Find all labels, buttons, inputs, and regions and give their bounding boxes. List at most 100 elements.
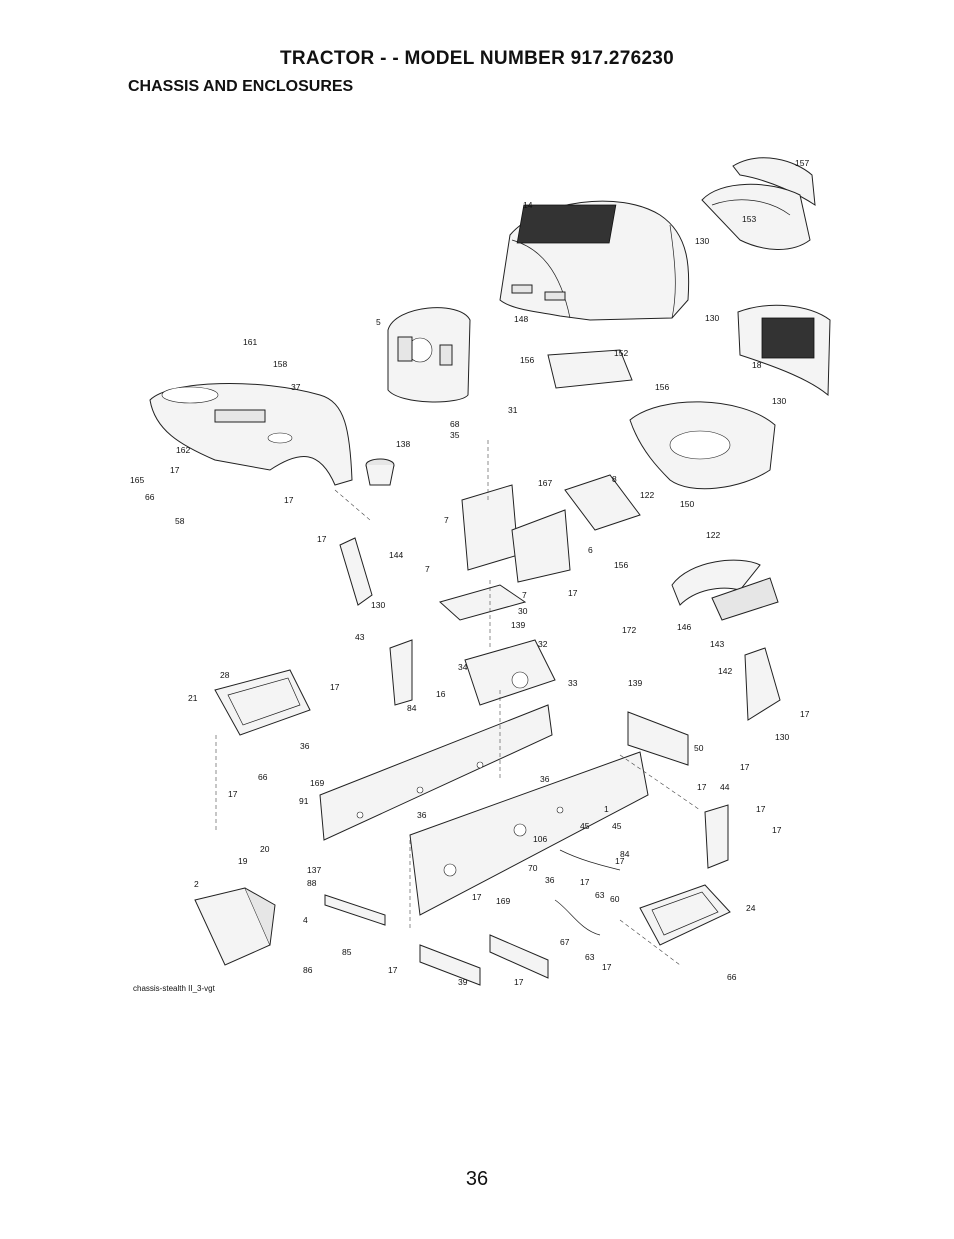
part-label-31: 31 bbox=[508, 405, 518, 415]
part-label-162: 162 bbox=[176, 445, 190, 455]
part-label-60: 60 bbox=[610, 894, 620, 904]
part-label-2: 2 bbox=[194, 879, 199, 889]
left-footrest-part bbox=[214, 669, 311, 736]
support-plate-part bbox=[564, 474, 641, 531]
part-label-67: 67 bbox=[560, 937, 570, 947]
part-label-33: 33 bbox=[568, 678, 578, 688]
assembly-guide-lines bbox=[215, 440, 701, 966]
grille-part bbox=[701, 183, 811, 250]
part-label-66: 66 bbox=[258, 772, 268, 782]
part-label-24: 24 bbox=[746, 903, 756, 913]
part-label-130: 130 bbox=[775, 732, 789, 742]
page-title: TRACTOR - - MODEL NUMBER 917.276230 bbox=[279, 48, 675, 69]
bracket-43-part bbox=[389, 639, 413, 706]
hood-part bbox=[499, 200, 690, 321]
front-grille-part bbox=[737, 304, 831, 397]
part-label-19: 19 bbox=[238, 856, 248, 866]
part-label-14: 14 bbox=[523, 200, 533, 210]
bar-39-part bbox=[419, 934, 549, 986]
part-label-138: 138 bbox=[396, 439, 410, 449]
fender-body-part bbox=[149, 383, 353, 486]
part-label-167: 167 bbox=[538, 478, 552, 488]
bracket-44-part bbox=[704, 804, 729, 869]
part-label-17: 17 bbox=[514, 977, 524, 987]
section-subtitle: CHASSIS AND ENCLOSURES bbox=[128, 78, 354, 95]
part-label-6: 6 bbox=[588, 545, 593, 555]
part-label-5: 5 bbox=[376, 317, 381, 327]
part-label-161: 161 bbox=[243, 337, 257, 347]
part-label-17: 17 bbox=[697, 782, 707, 792]
part-label-106: 106 bbox=[533, 834, 547, 844]
part-label-39: 39 bbox=[458, 977, 468, 987]
steering-bracket-part bbox=[438, 484, 571, 621]
part-label-1: 1 bbox=[604, 804, 609, 814]
part-label-8: 8 bbox=[612, 474, 617, 484]
part-label-36: 36 bbox=[540, 774, 550, 784]
bar-85-part bbox=[324, 894, 386, 926]
part-label-45: 45 bbox=[580, 821, 590, 831]
part-label-20: 20 bbox=[260, 844, 270, 854]
part-label-68: 68 bbox=[450, 419, 460, 429]
part-label-16: 16 bbox=[436, 689, 446, 699]
part-label-143: 143 bbox=[710, 639, 724, 649]
frame-right-rail-part bbox=[409, 751, 649, 916]
part-label-37: 37 bbox=[291, 382, 301, 392]
part-label-130: 130 bbox=[772, 396, 786, 406]
part-label-156: 156 bbox=[655, 382, 669, 392]
part-label-7: 7 bbox=[444, 515, 449, 525]
part-label-17: 17 bbox=[472, 892, 482, 902]
part-label-158: 158 bbox=[273, 359, 287, 369]
right-footrest-part bbox=[639, 884, 731, 946]
part-label-17: 17 bbox=[615, 856, 625, 866]
part-label-45: 45 bbox=[612, 821, 622, 831]
part-label-17: 17 bbox=[568, 588, 578, 598]
part-label-88: 88 bbox=[307, 878, 317, 888]
frame-left-rail-part bbox=[319, 704, 553, 841]
part-label-70: 70 bbox=[528, 863, 538, 873]
part-label-17: 17 bbox=[756, 804, 766, 814]
part-label-4: 4 bbox=[303, 915, 308, 925]
part-label-139: 139 bbox=[511, 620, 525, 630]
part-label-32: 32 bbox=[538, 639, 548, 649]
bracket-144-part bbox=[339, 537, 373, 606]
part-label-130: 130 bbox=[705, 313, 719, 323]
part-label-35: 35 bbox=[450, 430, 460, 440]
part-label-17: 17 bbox=[772, 825, 782, 835]
part-label-17: 17 bbox=[317, 534, 327, 544]
part-label-28: 28 bbox=[220, 670, 230, 680]
part-label-7: 7 bbox=[522, 590, 527, 600]
part-label-17: 17 bbox=[602, 962, 612, 972]
part-label-36: 36 bbox=[417, 810, 427, 820]
part-label-142: 142 bbox=[718, 666, 732, 676]
part-label-50: 50 bbox=[694, 743, 704, 753]
part-label-122: 122 bbox=[640, 490, 654, 500]
part-label-157: 157 bbox=[795, 158, 809, 168]
part-label-172: 172 bbox=[622, 625, 636, 635]
part-label-156: 156 bbox=[614, 560, 628, 570]
part-label-17: 17 bbox=[580, 877, 590, 887]
diagram-caption: chassis-stealth II_3-vgt bbox=[133, 984, 215, 993]
part-label-63: 63 bbox=[585, 952, 595, 962]
part-label-30: 30 bbox=[518, 606, 528, 616]
bracket-142-part bbox=[744, 647, 781, 721]
part-label-85: 85 bbox=[342, 947, 352, 957]
part-label-144: 144 bbox=[389, 550, 403, 560]
cup-holder-part bbox=[365, 458, 395, 486]
front-bracket-part bbox=[194, 887, 276, 966]
part-label-130: 130 bbox=[695, 236, 709, 246]
part-label-156: 156 bbox=[520, 355, 534, 365]
part-label-63: 63 bbox=[595, 890, 605, 900]
part-label-152: 152 bbox=[614, 348, 628, 358]
part-label-84: 84 bbox=[407, 703, 417, 713]
part-label-137: 137 bbox=[307, 865, 321, 875]
part-label-130: 130 bbox=[371, 600, 385, 610]
part-label-84: 84 bbox=[620, 849, 630, 859]
part-label-34: 34 bbox=[458, 662, 468, 672]
part-label-169: 169 bbox=[310, 778, 324, 788]
part-label-43: 43 bbox=[355, 632, 365, 642]
part-label-36: 36 bbox=[545, 875, 555, 885]
part-label-146: 146 bbox=[677, 622, 691, 632]
part-label-86: 86 bbox=[303, 965, 313, 975]
lower-dash-part bbox=[629, 401, 776, 490]
